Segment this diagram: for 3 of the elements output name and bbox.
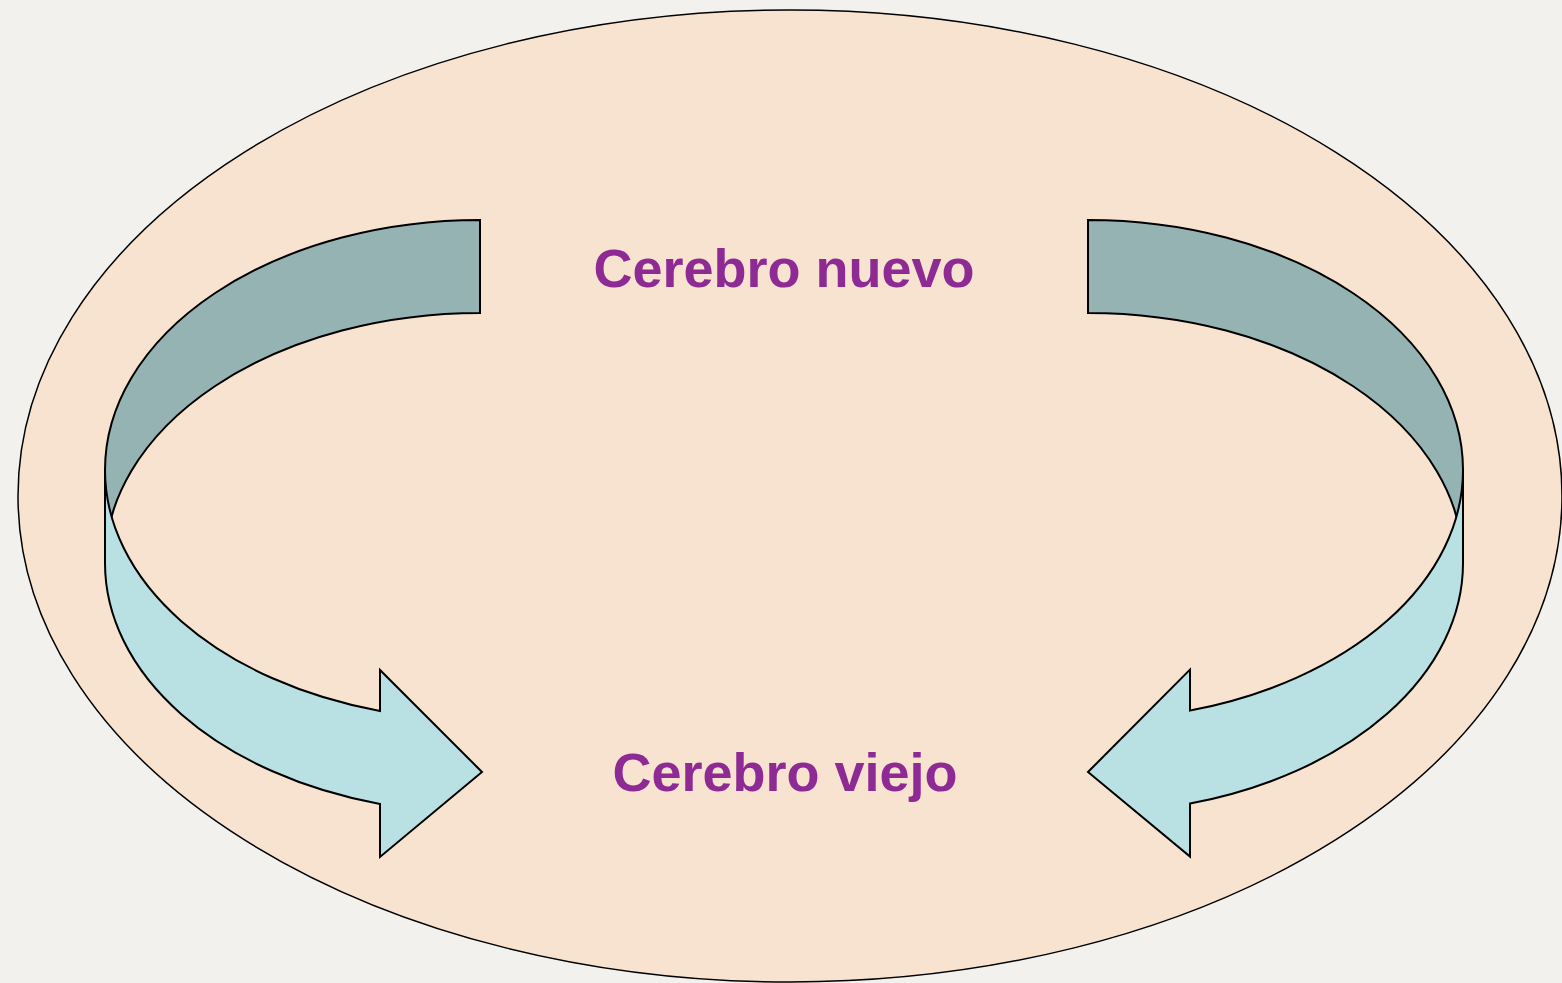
curved-block-arrow — [104, 219, 483, 858]
brain-label: Cerebro nuevo — [593, 241, 975, 295]
curved-block-arrow — [1087, 219, 1464, 858]
